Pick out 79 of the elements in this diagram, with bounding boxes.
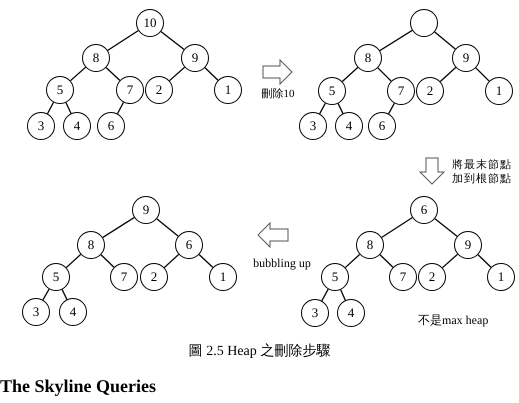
tree-node: 9 [132, 196, 160, 224]
tree-edge [102, 216, 135, 238]
tree-node: 6 [175, 231, 203, 259]
tree-node: 2 [140, 263, 168, 291]
tree-edge [106, 67, 120, 81]
tree-node: 2 [418, 263, 446, 291]
tree-node: 7 [387, 77, 415, 105]
tree-node: 1 [487, 263, 515, 291]
tree-node: 1 [485, 77, 513, 105]
tree-edge [381, 217, 413, 238]
tree-edge [319, 103, 326, 114]
tree-node: 4 [335, 112, 363, 140]
tree-node: 1 [209, 263, 237, 291]
tree-edge [116, 102, 124, 114]
tree-edge [65, 102, 72, 114]
block-arrow [262, 58, 293, 86]
block-arrow [418, 158, 446, 185]
tree-node: 6 [97, 112, 125, 140]
block-arrow [257, 222, 288, 248]
tree-node: 3 [22, 298, 50, 326]
tree-edge [344, 254, 360, 268]
tree-node: 7 [116, 76, 144, 104]
tree-edge [340, 290, 346, 300]
tree-edge [156, 218, 179, 237]
tree-edge [204, 67, 218, 81]
section-heading: The Skyline Queries [0, 375, 156, 398]
tree-node: 6 [410, 196, 438, 224]
tree-edge [100, 254, 114, 268]
edge-label: 將最末節點加到根節點 [452, 158, 514, 186]
tree-edge [70, 66, 86, 82]
tree-node: 6 [368, 112, 396, 140]
tree-edge [169, 66, 185, 82]
tree-node: 4 [59, 298, 87, 326]
tree-edge [475, 67, 490, 82]
tree-edge [442, 254, 458, 268]
tree-node: 3 [299, 112, 327, 140]
tree-edge [388, 103, 395, 114]
tree-node: 4 [337, 299, 365, 327]
tree-edge [198, 254, 214, 268]
tree-node: 5 [321, 263, 349, 291]
tree-edge [66, 254, 82, 268]
tree-edge [160, 31, 184, 50]
tree-node: 8 [82, 44, 110, 72]
tree-node: 2 [145, 76, 173, 104]
tree-node: 5 [46, 76, 74, 104]
tree-node: 4 [63, 112, 91, 140]
tree-edge [434, 31, 456, 50]
tree-edge [62, 289, 68, 300]
tree-edge [42, 288, 50, 300]
tree-node: 9 [454, 231, 482, 259]
tree-node: 10 [136, 9, 164, 37]
tree-node: 2 [416, 77, 444, 105]
tree-edge [164, 254, 180, 268]
tree-node: 9 [452, 44, 480, 72]
note-text: 不是max heap [418, 312, 490, 329]
tree-node: 3 [301, 299, 329, 327]
tree-edge [440, 66, 456, 82]
tree-edge [342, 66, 358, 82]
tree-edge [478, 254, 492, 268]
tree-node: 7 [389, 263, 417, 291]
tree-node: 1 [214, 76, 242, 104]
tree-edge [107, 30, 139, 51]
tree-node: 8 [77, 231, 105, 259]
tree-edge [321, 288, 329, 302]
tree-node: 5 [318, 77, 346, 105]
tree-node: 9 [181, 44, 209, 72]
tree-node: 3 [27, 112, 55, 140]
figure-caption: 圖 2.5 Heap 之刪除步驟 [188, 342, 332, 361]
tree-edge [46, 102, 54, 114]
tree-edge [377, 67, 392, 82]
tree-edge [434, 218, 458, 237]
tree-edge [380, 30, 412, 52]
tree-edge [338, 103, 344, 114]
tree-edge [380, 254, 394, 268]
empty-node [410, 9, 438, 37]
tree-node: 5 [42, 263, 70, 291]
tree-node: 8 [354, 44, 382, 72]
tree-node: 7 [110, 263, 138, 291]
tree-node: 8 [356, 231, 384, 259]
